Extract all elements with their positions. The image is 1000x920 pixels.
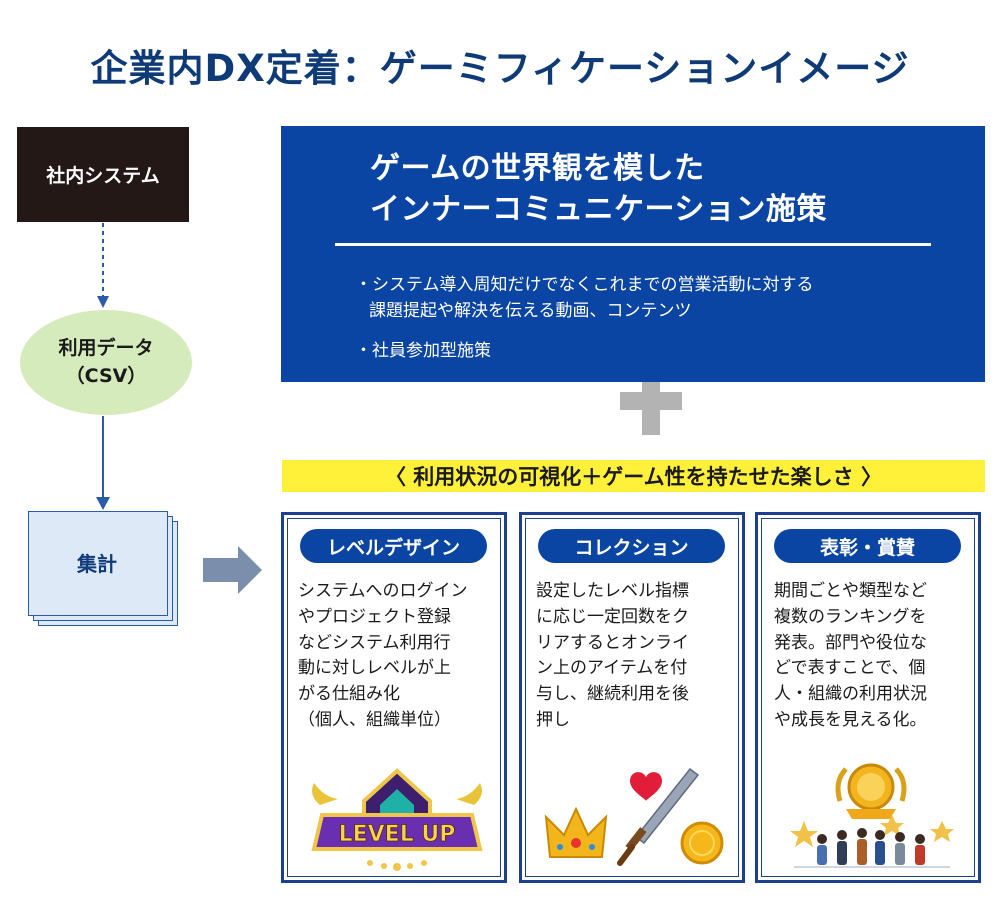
arrowhead-down-icon xyxy=(96,497,110,510)
medal-icon xyxy=(835,763,907,819)
card-collection: コレクション 設定したレベル指標 に応じ一定回数をク リアするとオンライ ン上の… xyxy=(519,512,745,883)
people-group-icon xyxy=(790,815,954,868)
card-title-pill: 表彰・賞賛 xyxy=(774,529,961,563)
highlight-band-text: 〈 利用状況の可視化＋ゲーム性を持たせた楽しさ 〉 xyxy=(385,465,882,489)
usage-data-label: 利用データ xyxy=(58,336,154,359)
usage-data-ellipse: 利用データ （CSV） xyxy=(20,310,192,415)
plus-icon xyxy=(620,371,682,435)
crown-icon xyxy=(544,806,608,858)
arrowhead-down-icon xyxy=(97,296,109,308)
internal-system-box: 社内システム xyxy=(17,127,189,222)
card-description: 設定したレベル指標 に応じ一定回数をク リアするとオンライ ン上のアイテムを付 … xyxy=(536,581,689,731)
right-arrow-icon xyxy=(203,546,262,594)
stack-sheet-front xyxy=(28,511,168,616)
panel-bullet-1-line1: ・システム導入周知だけでなくこれまでの営業活動に対する xyxy=(355,275,814,295)
panel-bullet-1: ・システム導入周知だけでなくこれまでの営業活動に対する 課題提起や解決を伝える動… xyxy=(355,272,814,325)
award-ceremony-icon xyxy=(790,763,954,868)
highlight-band: 〈 利用状況の可視化＋ゲーム性を持たせた楽しさ 〉 xyxy=(282,460,985,492)
panel-heading: ゲームの世界観を模した インナーコミュニケーション施策 xyxy=(370,148,827,231)
panel-bullet-2: ・社員参加型施策 xyxy=(355,341,491,361)
heart-icon xyxy=(630,772,662,801)
coin-icon xyxy=(680,821,724,865)
internal-system-label: 社内システム xyxy=(46,165,160,187)
card-title-pill: レベルデザイン xyxy=(300,529,487,563)
card-description: システムへのログイン やプロジェクト登録 などシステム利用行 動に対しレベルが上… xyxy=(298,581,468,731)
card-title-pill: コレクション xyxy=(538,529,725,563)
page-title: 企業内DX定着：ゲーミフィケーションイメージ xyxy=(90,47,910,90)
panel-divider xyxy=(335,243,931,246)
sword-icon xyxy=(617,767,700,866)
aggregate-label: 集計 xyxy=(77,552,117,576)
communication-panel: ゲームの世界観を模した インナーコミュニケーション施策 ・システム導入周知だけで… xyxy=(281,126,985,382)
card-inner-border xyxy=(525,518,739,877)
panel-heading-line2: インナーコミュニケーション施策 xyxy=(370,192,827,228)
card-inner-border xyxy=(761,518,975,877)
badge-text: LEVEL UP xyxy=(339,822,456,847)
panel-bullet-1-line2: 課題提起や解決を伝える動画、コンテンツ xyxy=(369,301,692,322)
panel-heading-line1: ゲームの世界観を模した xyxy=(370,151,705,186)
card-recognition: 表彰・賞賛 期間ごとや類型など 複数のランキングを 発表。部門や役位な どで表す… xyxy=(755,512,981,883)
usage-data-format: （CSV） xyxy=(65,364,147,387)
collection-items-icon xyxy=(544,767,724,866)
level-up-badge-icon: LEVEL UP xyxy=(311,768,483,871)
card-inner-border xyxy=(287,518,501,877)
card-description: 期間ごとや類型など 複数のランキングを 発表。部門や役位な どで表すことで、個 … xyxy=(774,581,927,731)
card-level-design: レベルデザイン システムへのログイン やプロジェクト登録 などシステム利用行 動… xyxy=(281,512,507,883)
